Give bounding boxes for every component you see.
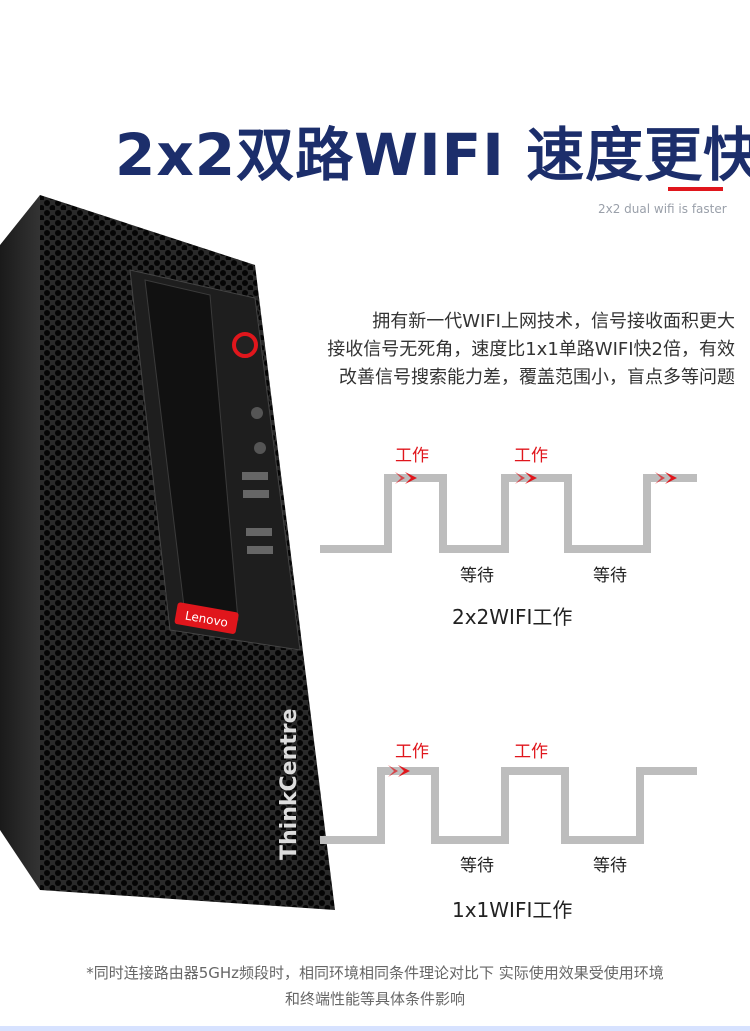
subtitle: 2x2 dual wifi is faster	[598, 202, 727, 216]
description-line: 改善信号搜索能力差，覆盖范围小，盲点多等问题	[339, 367, 735, 388]
wave-1x1	[320, 767, 697, 844]
work-label: 工作	[514, 446, 548, 466]
diagram-caption: 2x2WIFI工作	[452, 605, 573, 629]
page-title: 2x2双路WIFI 速度更快	[115, 121, 750, 189]
thinkcentre-pc-image: Lenovo ThinkCentre	[0, 195, 335, 910]
arrow-icon	[395, 472, 677, 484]
footnote-line: 和终端性能等具体条件影响	[284, 990, 465, 1008]
arrow-icon	[388, 765, 410, 777]
footnote: *同时连接路由器5GHz频段时，相同环境相同条件理论对比下 实际使用效果受使用环…	[0, 960, 750, 1012]
wave-2x2	[320, 474, 697, 553]
description: 拥有新一代WIFI上网技术，信号接收面积更大 接收信号无死角，速度比1x1单路W…	[310, 308, 735, 392]
title-underline	[668, 187, 723, 191]
wait-label: 等待	[460, 566, 494, 586]
wait-label: 等待	[593, 566, 627, 586]
work-label: 工作	[514, 742, 548, 762]
work-label: 工作	[395, 742, 429, 762]
description-line: 接收信号无死角，速度比1x1单路WIFI快2倍，有效	[327, 339, 735, 360]
wait-label: 等待	[460, 856, 494, 876]
diagram-caption: 1x1WIFI工作	[452, 898, 573, 922]
wait-label: 等待	[593, 856, 627, 876]
description-line: 拥有新一代WIFI上网技术，信号接收面积更大	[372, 311, 735, 332]
footnote-line: *同时连接路由器5GHz频段时，相同环境相同条件理论对比下 实际使用效果受使用环…	[86, 964, 664, 982]
thinkcentre-logo: ThinkCentre	[277, 708, 302, 860]
work-label: 工作	[395, 446, 429, 466]
bottom-divider	[0, 1026, 750, 1031]
